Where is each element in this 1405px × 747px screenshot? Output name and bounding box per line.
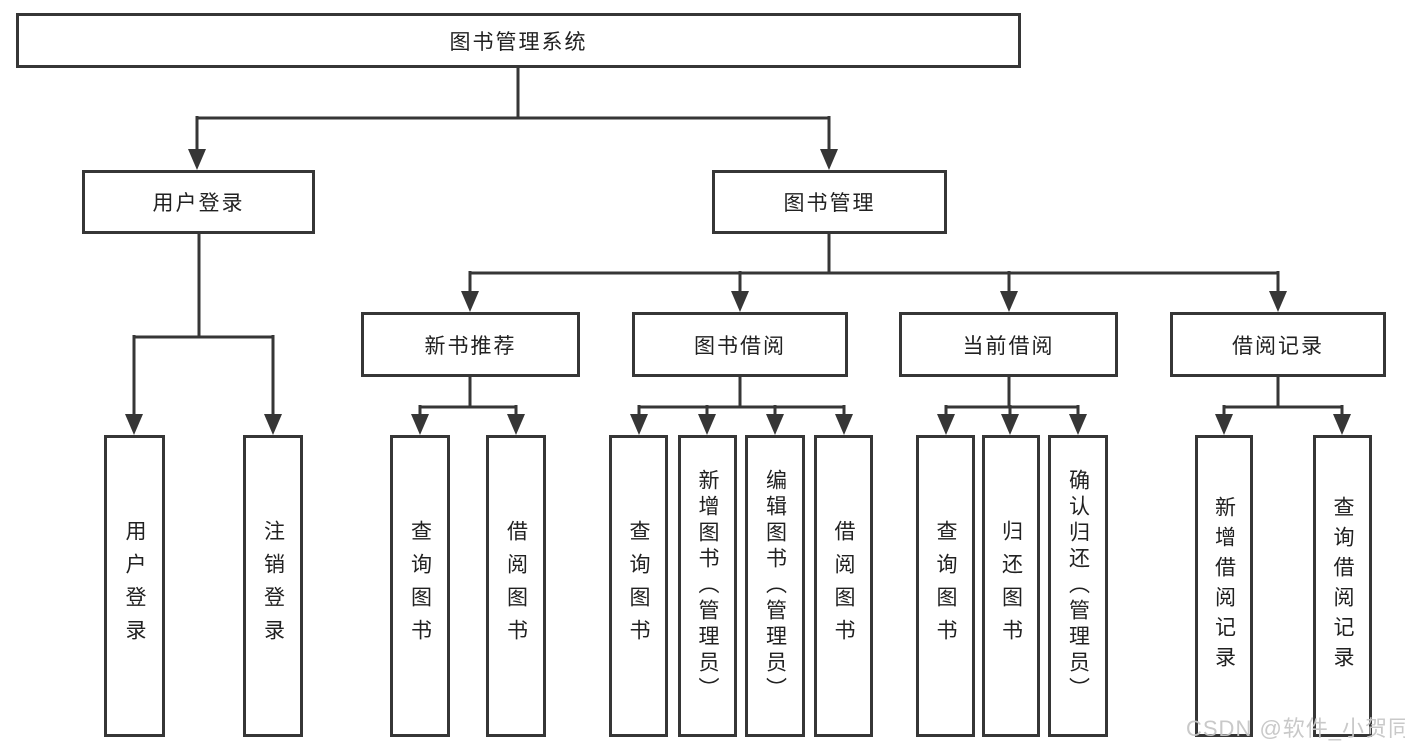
leaf-query-books-borrow: 查询图书 <box>609 435 668 737</box>
node-book-borrow: 图书借阅 <box>632 312 848 377</box>
connector-user-login-branch <box>132 234 275 417</box>
leaf-query-books-current-label: 查询图书 <box>934 520 957 652</box>
node-user-login: 用户登录 <box>82 170 315 234</box>
leaf-confirm-return-admin: 确认归还（管理员） <box>1048 435 1108 737</box>
node-new-book-recommend-label: 新书推荐 <box>424 334 517 358</box>
leaf-edit-book-admin-label: 编辑图书（管理员） <box>763 469 787 703</box>
node-root: 图书管理系统 <box>16 13 1021 68</box>
leaf-query-borrow-record-label: 查询借阅记录 <box>1331 496 1354 676</box>
leaf-logout-login: 注销登录 <box>243 435 303 737</box>
connector-book-borrow-branch <box>637 377 846 417</box>
node-user-login-label: 用户登录 <box>152 192 245 215</box>
node-current-borrow-label: 当前借阅 <box>962 334 1055 358</box>
connector-borrow-records-branch <box>1222 377 1344 417</box>
leaf-logout-login-label: 注销登录 <box>261 520 285 652</box>
node-new-book-recommend: 新书推荐 <box>361 312 580 377</box>
node-current-borrow: 当前借阅 <box>899 312 1118 377</box>
leaf-query-books-borrow-label: 查询图书 <box>627 520 650 652</box>
leaf-user-login-label: 用户登录 <box>123 520 146 652</box>
leaf-query-borrow-record: 查询借阅记录 <box>1313 435 1372 737</box>
arrowheads <box>125 149 1351 435</box>
node-root-label: 图书管理系统 <box>449 30 588 54</box>
node-borrow-records-label: 借阅记录 <box>1232 334 1324 358</box>
connector-new-book-branch <box>418 377 518 417</box>
csdn-watermark: CSDN @软件_小贺同学 <box>1186 716 1405 741</box>
node-book-management: 图书管理 <box>712 170 947 234</box>
leaf-add-borrow-record-label: 新增借阅记录 <box>1212 496 1236 676</box>
leaf-edit-book-admin: 编辑图书（管理员） <box>745 435 805 737</box>
leaf-return-book-label: 归还图书 <box>999 520 1023 652</box>
leaf-borrow-books-label: 借阅图书 <box>832 520 855 652</box>
leaf-borrow-books-recommend-label: 借阅图书 <box>504 520 528 652</box>
node-book-borrow-label: 图书借阅 <box>694 334 786 358</box>
connector-current-borrow-branch <box>944 377 1080 417</box>
leaf-add-book-admin-label: 新增图书（管理员） <box>696 469 719 703</box>
leaf-add-borrow-record: 新增借阅记录 <box>1195 435 1253 737</box>
leaf-query-books-current: 查询图书 <box>916 435 975 737</box>
leaf-query-books-recommend: 查询图书 <box>390 435 450 737</box>
leaf-query-books-recommend-label: 查询图书 <box>408 520 432 652</box>
leaf-borrow-books: 借阅图书 <box>814 435 873 737</box>
leaf-borrow-books-recommend: 借阅图书 <box>486 435 546 737</box>
connector-root-branch <box>195 68 831 152</box>
connector-book-management-branch <box>468 234 1280 294</box>
leaf-user-login: 用户登录 <box>104 435 165 737</box>
leaf-confirm-return-admin-label: 确认归还（管理员） <box>1066 469 1090 703</box>
leaf-return-book: 归还图书 <box>982 435 1040 737</box>
node-book-management-label: 图书管理 <box>783 192 876 215</box>
leaf-add-book-admin: 新增图书（管理员） <box>678 435 737 737</box>
node-borrow-records: 借阅记录 <box>1170 312 1386 377</box>
